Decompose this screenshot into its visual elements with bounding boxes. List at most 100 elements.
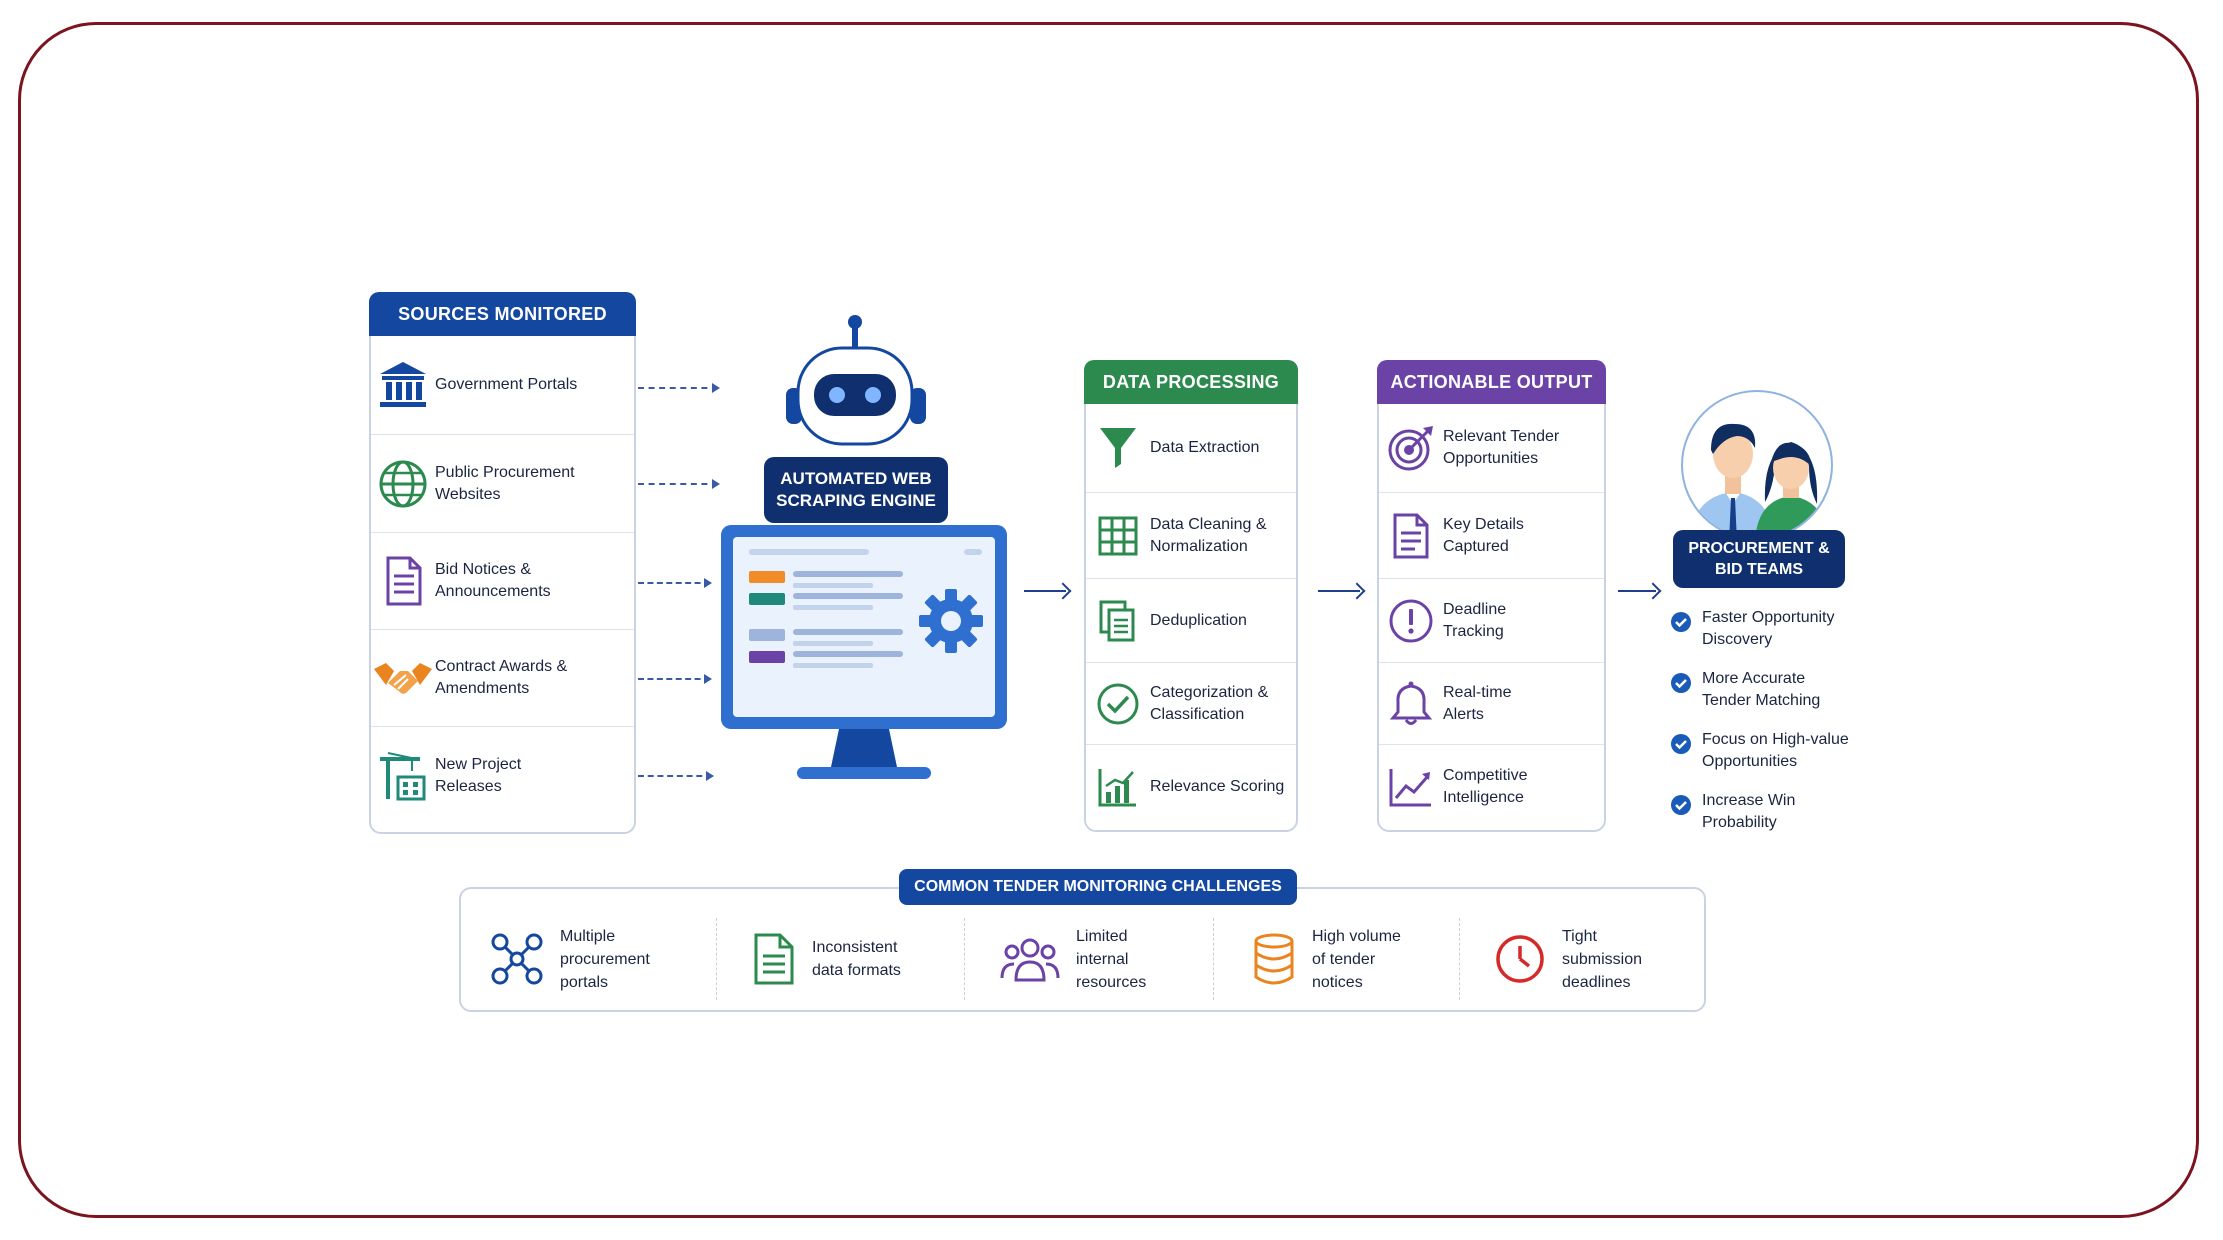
source-item-new-project: New Project Releases <box>371 726 634 824</box>
output-item-key-details: Key Details Captured <box>1379 492 1604 578</box>
source-label: Government Portals <box>435 376 578 393</box>
challenge-item: Tight submission deadlines <box>1494 918 1642 1000</box>
database-icon <box>1254 933 1294 985</box>
file-icon <box>754 933 794 985</box>
bar-chart-icon <box>1086 766 1150 808</box>
source-label: Contract Awards & Amendments <box>435 658 568 697</box>
challenge-label: High volume of tender notices <box>1312 927 1401 991</box>
challenge-divider <box>1213 918 1214 1000</box>
source-item-public-procurement: Public Procurement Websites <box>371 434 634 532</box>
processing-panel: DATA PROCESSING Data Extraction Data Cle… <box>1084 360 1298 832</box>
processing-item-relevance: Relevance Scoring <box>1086 744 1296 828</box>
source-item-government-portals: Government Portals <box>371 336 634 434</box>
challenge-item: High volume of tender notices <box>1252 918 1401 1000</box>
teams-label: PROCUREMENT & BID TEAMS <box>1673 530 1845 588</box>
source-label: Public Procurement Websites <box>435 463 575 503</box>
output-panel: ACTIONABLE OUTPUT Relevant Tender Opport… <box>1377 360 1606 832</box>
benefit-item: Increase Win Probability <box>1670 790 1870 834</box>
challenge-item: Inconsistent data formats <box>752 918 901 1000</box>
processing-item-categorization: Categorization & Classification <box>1086 662 1296 744</box>
check-circle-icon <box>1086 682 1150 726</box>
challenge-item: Multiple procurement portals <box>490 918 650 1000</box>
challenge-item: Limited internal resources <box>1000 918 1146 1000</box>
check-badge-icon <box>1671 734 1691 754</box>
handshake-icon <box>371 651 435 705</box>
team-avatar <box>1681 390 1833 540</box>
processing-item-dedup: Deduplication <box>1086 578 1296 662</box>
challenge-label: Inconsistent data formats <box>812 939 901 979</box>
output-item-deadline: Deadline Tracking <box>1379 578 1604 662</box>
benefit-label: Increase Win Probability <box>1702 792 1796 831</box>
flow-arrow <box>1024 590 1066 592</box>
source-arrow <box>638 578 712 588</box>
output-label: Competitive Intelligence <box>1443 766 1528 806</box>
monitor-icon <box>719 523 1009 785</box>
processing-item-extraction: Data Extraction <box>1086 404 1296 492</box>
crane-icon <box>371 749 435 803</box>
document-icon <box>371 554 435 608</box>
engine-label-line1: AUTOMATED WEB <box>780 469 932 488</box>
processing-label: Categorization & Classification <box>1150 683 1269 723</box>
robot-icon <box>782 312 928 462</box>
flow-arrow <box>1618 590 1656 592</box>
check-badge-icon <box>1671 673 1691 693</box>
clock-icon <box>1496 935 1544 983</box>
challenge-label: Limited internal resources <box>1076 927 1147 991</box>
processing-header: DATA PROCESSING <box>1084 360 1298 404</box>
processing-label: Data Extraction <box>1150 439 1260 456</box>
output-item-relevant: Relevant Tender Opportunities <box>1379 404 1604 492</box>
people-icon <box>1000 938 1060 982</box>
output-label: Real-time Alerts <box>1443 683 1512 723</box>
bell-icon <box>1379 680 1443 728</box>
output-item-alerts: Real-time Alerts <box>1379 662 1604 744</box>
challenges-header: COMMON TENDER MONITORING CHALLENGES <box>899 869 1297 905</box>
benefit-label: Focus on High-value Opportunities <box>1702 731 1849 770</box>
processing-item-cleaning: Data Cleaning & Normalization <box>1086 492 1296 578</box>
teams-label-line1: PROCUREMENT & <box>1688 540 1830 557</box>
alert-icon <box>1379 598 1443 644</box>
challenge-label: Tight submission deadlines <box>1562 927 1643 991</box>
benefit-item: More Accurate Tender Matching <box>1670 668 1870 712</box>
output-item-competitive: Competitive Intelligence <box>1379 744 1604 828</box>
check-badge-icon <box>1671 612 1691 632</box>
processing-label: Data Cleaning & Normalization <box>1150 515 1267 555</box>
engine-label: AUTOMATED WEB SCRAPING ENGINE <box>764 457 948 523</box>
source-arrow <box>638 674 712 684</box>
engine-label-line2: SCRAPING ENGINE <box>776 491 936 510</box>
network-icon <box>491 933 543 985</box>
challenge-label: Multiple procurement portals <box>560 927 650 991</box>
outer-frame <box>18 22 2199 1218</box>
source-item-bid-notices: Bid Notices & Announcements <box>371 532 634 629</box>
output-header: ACTIONABLE OUTPUT <box>1377 360 1606 404</box>
output-label: Relevant Tender Opportunities <box>1443 428 1560 467</box>
benefit-item: Focus on High-value Opportunities <box>1670 729 1870 773</box>
flow-arrow <box>1318 590 1360 592</box>
benefit-label: Faster Opportunity Discovery <box>1702 609 1835 648</box>
sources-panel: SOURCES MONITORED Government Portals Pub… <box>369 292 636 834</box>
output-label: Deadline Tracking <box>1443 600 1507 640</box>
funnel-icon <box>1086 424 1150 472</box>
processing-label: Deduplication <box>1150 611 1247 629</box>
copy-icon <box>1086 598 1150 644</box>
source-arrow <box>638 479 720 489</box>
challenge-divider <box>964 918 965 1000</box>
globe-icon <box>371 457 435 511</box>
challenge-divider <box>1459 918 1460 1000</box>
sources-header: SOURCES MONITORED <box>369 292 636 336</box>
line-chart-icon <box>1379 766 1443 808</box>
bank-icon <box>371 358 435 412</box>
target-icon <box>1379 424 1443 472</box>
benefit-item: Faster Opportunity Discovery <box>1670 607 1870 651</box>
check-badge-icon <box>1671 795 1691 815</box>
teams-label-line2: BID TEAMS <box>1715 561 1803 578</box>
grid-icon <box>1086 515 1150 557</box>
source-arrow <box>638 771 714 781</box>
output-label: Key Details Captured <box>1443 515 1524 555</box>
source-arrow <box>638 383 720 393</box>
source-label: New Project Releases <box>435 755 522 795</box>
benefit-label: More Accurate Tender Matching <box>1702 670 1821 709</box>
challenge-divider <box>716 918 717 1000</box>
document-icon <box>1379 512 1443 560</box>
processing-label: Relevance Scoring <box>1150 777 1285 795</box>
source-label: Bid Notices & Announcements <box>435 561 551 600</box>
